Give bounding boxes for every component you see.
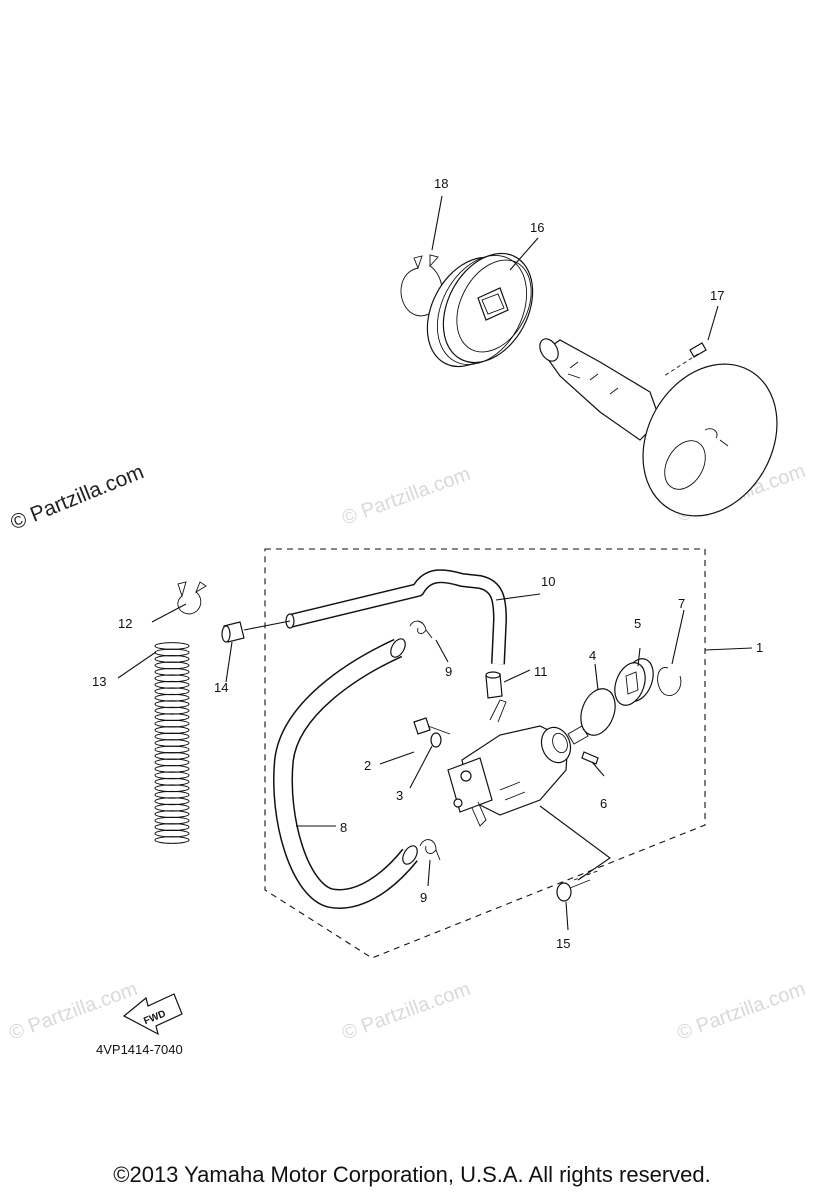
part-12-hose-clip: [177, 581, 207, 615]
spring-coil: [154, 674, 190, 683]
spring-coil: [154, 803, 190, 812]
spring-coil: [154, 680, 190, 689]
spring-coil: [154, 667, 190, 676]
callout-11: 11: [534, 664, 548, 679]
spring-coil: [154, 713, 190, 722]
callout-5: 5: [634, 616, 641, 631]
spring-coil: [154, 829, 190, 838]
part-11-nozzle: [485, 671, 503, 699]
part-4-o-ring: [580, 688, 616, 736]
spring-coil: [154, 726, 190, 734]
callout-2: 2: [364, 758, 371, 773]
spring-coil: [154, 739, 190, 747]
part-2-bolt: [413, 717, 451, 735]
watermark-main: © Partzilla.com: [7, 460, 147, 534]
spring-coil: [154, 655, 190, 663]
part-6-pin: [581, 751, 599, 765]
diagram-code: 4VP1414-7040: [96, 1042, 183, 1057]
spring-coil: [154, 642, 190, 650]
callout-7: 7: [678, 596, 685, 611]
callout-16: 16: [530, 220, 544, 235]
spring-coil: [154, 777, 190, 786]
spring-coil: [154, 810, 190, 819]
watermark-faint-4: © Partzilla.com: [339, 978, 473, 1045]
spring-coil: [154, 732, 190, 741]
copyright-notice: ©2013 Yamaha Motor Corporation, U.S.A. A…: [113, 1162, 711, 1187]
callout-10: 10: [541, 574, 555, 589]
part-crank-assembly: [539, 338, 778, 517]
part-8-hose: [273, 638, 418, 909]
part-14-collar: [221, 621, 245, 643]
part-9-clip-upper: [409, 620, 433, 639]
spring-coil: [154, 687, 190, 696]
faint-watermarks: © Partzilla.com © Partzilla.com © Partzi…: [6, 460, 808, 1045]
callout-17: 17: [710, 288, 724, 303]
spring-coil: [154, 758, 190, 767]
spring-coil: [154, 764, 190, 773]
callout-4: 4: [589, 648, 596, 663]
callout-15: 15: [556, 936, 570, 951]
callout-18: 18: [434, 176, 448, 191]
part-10-hose: [285, 569, 507, 665]
part-5-gear: [614, 658, 654, 706]
assembly-boundary: [264, 548, 706, 959]
callout-13: 13: [92, 674, 106, 689]
part-13-spring: [154, 642, 190, 844]
spring-coil: [154, 745, 190, 754]
part-15-screw: [556, 869, 601, 902]
watermark-faint-5: © Partzilla.com: [674, 978, 808, 1045]
spring-coil: [154, 790, 190, 799]
part-oil-pump: [447, 699, 589, 827]
part-7-circlip: [657, 667, 682, 696]
part-16-pulley: [426, 252, 534, 368]
spring-coil: [154, 823, 190, 831]
callout-8: 8: [340, 820, 347, 835]
spring-coil: [154, 700, 190, 709]
spring-coil: [154, 797, 190, 806]
fwd-arrow-icon: FWD: [122, 993, 183, 1036]
callout-12: 12: [118, 616, 132, 631]
spring-coil: [154, 719, 190, 728]
callout-6: 6: [600, 796, 607, 811]
spring-coil: [154, 784, 190, 793]
part-3-washer: [430, 732, 442, 748]
watermark-faint-1: © Partzilla.com: [339, 463, 473, 530]
watermark-faint-3: © Partzilla.com: [6, 978, 140, 1045]
spring-coil: [154, 771, 190, 780]
spring-coil: [154, 836, 190, 844]
spring-coil: [154, 816, 190, 825]
spring-coil: [154, 706, 190, 715]
callout-9-upper: 9: [445, 664, 452, 679]
callout-9-lower: 9: [420, 890, 427, 905]
spring-coil: [154, 661, 190, 670]
spring-coil: [154, 648, 190, 657]
spring-coil: [154, 693, 190, 702]
callout-1: 1: [756, 640, 763, 655]
spring-coil: [154, 752, 190, 760]
callout-14: 14: [214, 680, 228, 695]
callout-3: 3: [396, 788, 403, 803]
part-9-clip-lower: [419, 839, 441, 861]
